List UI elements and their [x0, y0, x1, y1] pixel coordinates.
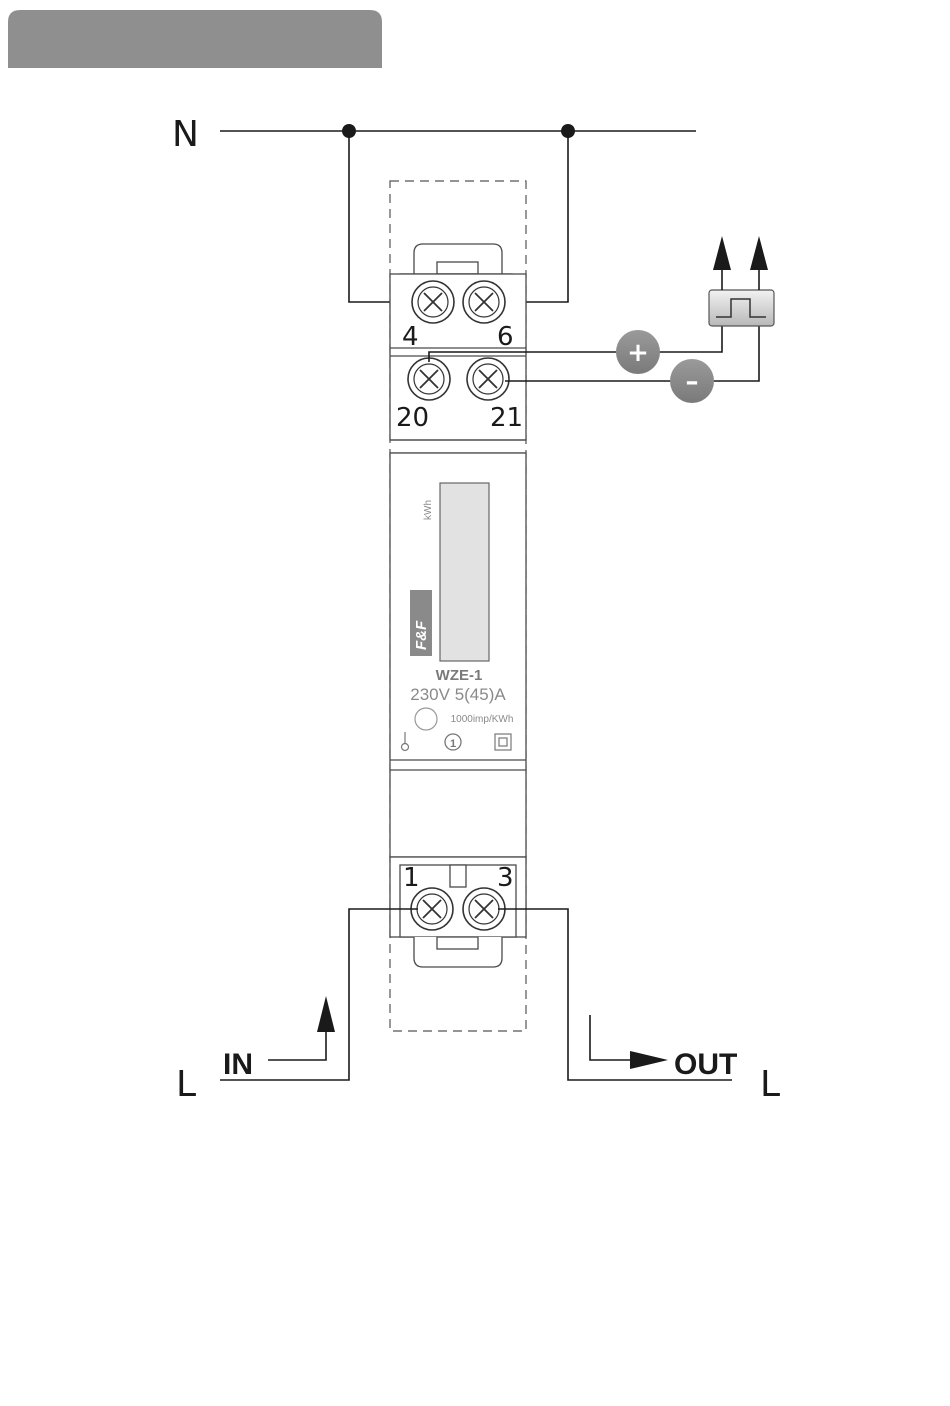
terminal-21-label: 21	[490, 403, 523, 433]
neutral-label: N	[172, 114, 199, 155]
in-arrow-shaft	[268, 1028, 326, 1060]
terminal-4-label: 4	[402, 322, 419, 352]
plus-sign: +	[627, 338, 649, 368]
header-bar	[8, 10, 382, 68]
terminal-1-label: 1	[403, 863, 420, 893]
pulse-counter	[709, 290, 774, 326]
bottom-separator	[450, 865, 466, 887]
bottom-clip-slot	[437, 937, 478, 949]
screw-terminal-4	[412, 281, 454, 323]
line-out-label: L	[760, 1064, 780, 1105]
screw-terminal-20	[408, 358, 450, 400]
minus-badge: –	[670, 359, 714, 403]
plus-badge: +	[616, 330, 660, 374]
in-label: IN	[223, 1048, 253, 1081]
arrow-right-icon	[630, 1051, 668, 1069]
display-unit-label: kWh	[423, 500, 434, 520]
rating-label: 230V 5(45)A	[410, 685, 506, 704]
arrow-up-icon	[317, 996, 335, 1032]
arrow-up-icon	[713, 236, 731, 270]
screw-terminal-6	[463, 281, 505, 323]
line-in-label: L	[176, 1064, 196, 1105]
out-label: OUT	[674, 1048, 737, 1081]
terminal-6-label: 6	[497, 322, 514, 352]
top-clip-slot	[437, 262, 478, 274]
screw-terminal-21	[467, 358, 509, 400]
lcd-display	[440, 483, 489, 661]
impulse-rate-label: 1000imp/KWh	[451, 714, 514, 725]
out-arrow-shaft	[590, 1015, 632, 1060]
brand-logo-text: F&F	[413, 620, 430, 650]
minus-sign: –	[686, 367, 699, 397]
terminal-20-label: 20	[396, 403, 429, 433]
model-label: WZE-1	[436, 667, 483, 684]
phase-symbol-text: 1	[450, 738, 456, 750]
brand-logo: F&F	[410, 590, 432, 656]
arrow-up-icon	[750, 236, 768, 270]
terminal-3-label: 3	[497, 863, 514, 893]
